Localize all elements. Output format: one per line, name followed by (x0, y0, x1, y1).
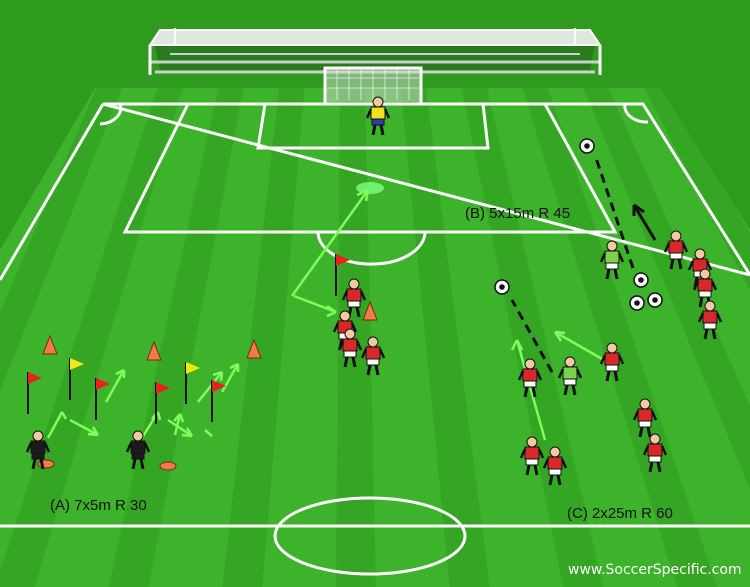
credit-text: www.SoccerSpecific.com (568, 562, 742, 578)
ball-icon (494, 279, 510, 295)
player-icon (697, 300, 723, 340)
player-icon (557, 356, 583, 396)
balls (494, 138, 663, 311)
cone-icon (159, 461, 177, 471)
grass-stripe (640, 88, 750, 587)
stand-icon (148, 28, 602, 75)
flag-icon (335, 254, 350, 296)
cone-icon (246, 338, 262, 359)
flag-icon (69, 358, 84, 400)
player-icon (517, 358, 543, 398)
player-icon (360, 336, 386, 376)
players (25, 96, 723, 486)
green-arrows (46, 188, 605, 441)
player-icon (599, 240, 625, 280)
cone-icon (362, 300, 378, 321)
drill-b-label: (B) 5x15m R 45 (465, 205, 571, 222)
player-icon (642, 433, 668, 473)
flag-icon (155, 382, 170, 424)
grass-stripe (222, 88, 305, 587)
player-icon (365, 96, 391, 136)
flag-icon (211, 380, 226, 422)
flag-icon (185, 362, 200, 404)
ball-icon (647, 292, 663, 308)
player-icon (125, 430, 151, 470)
player-icon (632, 398, 658, 438)
grass-stripe (400, 88, 490, 587)
player-icon (519, 436, 545, 476)
drill-c-label: (C) 2x25m R 60 (567, 505, 673, 522)
flag-icon (27, 372, 42, 414)
player-icon (663, 230, 689, 270)
ball-icon (629, 295, 645, 311)
goal-icon (323, 66, 423, 104)
ball-icon (579, 138, 595, 154)
cone-icon (42, 334, 58, 355)
drill-a-label: (A) 7x5m R 30 (50, 497, 147, 514)
flags (27, 254, 350, 424)
player-icon (337, 328, 363, 368)
ball-icon (633, 272, 649, 288)
player-icon (542, 446, 568, 486)
black-arrows (510, 157, 657, 373)
grass-stripe (336, 88, 376, 587)
player-icon (599, 342, 625, 382)
player-icon (25, 430, 51, 470)
cone-icon (146, 340, 162, 361)
grass-stripe (0, 88, 125, 587)
flag-icon (95, 378, 110, 420)
grass-stripe (520, 88, 718, 587)
